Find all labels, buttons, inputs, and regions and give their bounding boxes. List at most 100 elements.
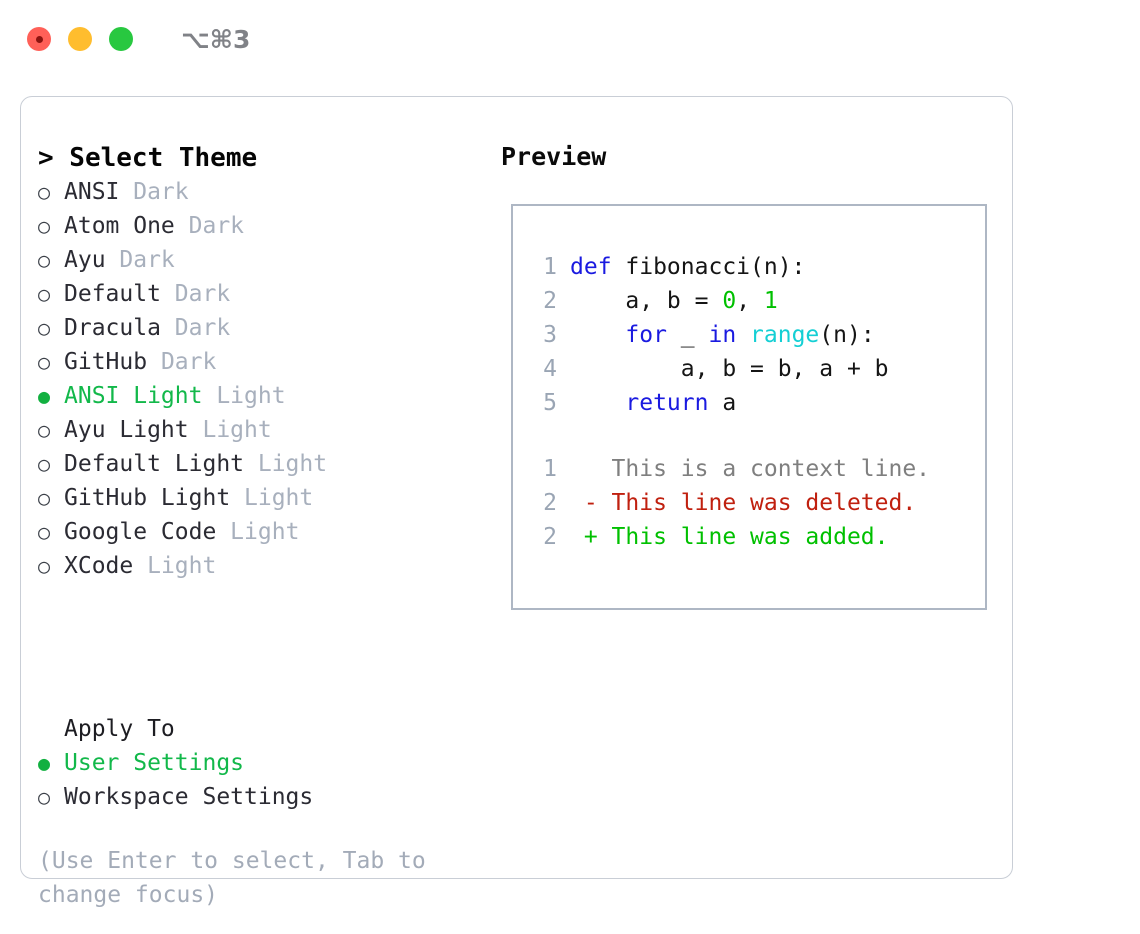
theme-name: GitHub [64, 349, 148, 375]
keyboard-shortcut-label: ⌥⌘3 [181, 24, 251, 54]
theme-name: GitHub Light [64, 485, 231, 511]
theme-list-item[interactable]: ○ Atom One Dark [38, 209, 488, 243]
radio-unselected-icon: ○ [38, 486, 51, 510]
theme-name: Dracula [64, 315, 161, 341]
preview-header: Preview [501, 142, 607, 171]
diff-line-content: - This line was deleted. [570, 490, 917, 516]
theme-list-item[interactable]: ○ GitHub Light Light [38, 481, 488, 515]
code-token [570, 390, 625, 416]
radio-unselected-icon: ○ [38, 418, 51, 442]
code-line-number: 5 [543, 390, 557, 416]
radio-unselected-icon: ○ [38, 282, 51, 306]
select-theme-header: > Select Theme [38, 143, 258, 173]
code-token: return [625, 390, 709, 416]
diff-line: 2 + This line was added. [535, 520, 930, 554]
apply-to-option-label: Workspace Settings [64, 784, 314, 810]
code-token [570, 322, 625, 348]
code-line-number: 1 [543, 254, 557, 280]
radio-unselected-icon: ○ [38, 214, 51, 238]
theme-list: ○ANSI Dark○Atom One Dark○Ayu Dark○Defaul… [38, 175, 488, 583]
code-token: 0 [722, 288, 737, 314]
theme-list-item[interactable]: ○ANSI Dark [38, 175, 488, 209]
diff-line-number: 2 [543, 490, 557, 516]
code-token: in [708, 322, 737, 348]
apply-to-group: Apply To ●User Settings ○ Workspace Settin… [38, 712, 488, 814]
radio-unselected-icon: ○ [38, 785, 51, 809]
theme-name: Atom One [64, 213, 175, 239]
theme-list-item[interactable]: ●ANSI Light Light [38, 379, 488, 413]
code-token: a, b = [570, 288, 723, 314]
theme-picker: > Select Theme ○ANSI Dark○Atom One Dark○… [38, 141, 488, 583]
code-line: 5 return a [535, 386, 889, 420]
theme-list-item[interactable]: ○Ayu Light Light [38, 413, 488, 447]
diff-line-content: This is a context line. [570, 456, 931, 482]
code-token: a, b = b, a + b [570, 356, 889, 382]
radio-unselected-icon: ○ [38, 452, 51, 476]
apply-to-option-label: User Settings [64, 750, 245, 776]
theme-name: Default Light [64, 451, 245, 477]
theme-variant-label: Dark [105, 247, 175, 273]
theme-list-item[interactable]: ○ GitHub Dark [38, 345, 488, 379]
code-line-content: a, b = 0, 1 [570, 284, 778, 318]
radio-unselected-icon: ○ [38, 248, 51, 272]
radio-unselected-icon: ○ [38, 350, 51, 374]
code-token: , [736, 288, 764, 314]
code-line: 4 a, b = b, a + b [535, 352, 889, 386]
code-line-number: 4 [543, 356, 557, 382]
theme-list-item[interactable]: ○Google Code Light [38, 515, 488, 549]
theme-list-item[interactable]: ○ Ayu Dark [38, 243, 488, 277]
theme-variant-label: Dark [119, 179, 189, 205]
diff-line-number: 1 [543, 456, 557, 482]
theme-variant-label: Dark [160, 315, 231, 341]
theme-list-item[interactable]: ○Default Light Light [38, 447, 488, 481]
theme-variant-label: Dark [160, 281, 231, 307]
main-panel: > Select Theme ○ANSI Dark○Atom One Dark○… [20, 96, 1013, 908]
theme-variant-label: Dark [147, 349, 217, 375]
theme-list-item[interactable]: ○XCode Light [38, 549, 488, 583]
diff-line: 2 - This line was deleted. [535, 486, 930, 520]
code-line: 1 def fibonacci(n): [535, 250, 889, 284]
diff-line-number: 2 [543, 524, 557, 550]
theme-variant-label: Light [202, 383, 286, 409]
code-line-content: def fibonacci(n): [570, 250, 805, 284]
minimize-window-button[interactable] [68, 27, 92, 51]
code-line-content: for _ in range(n): [570, 318, 874, 352]
theme-variant-label: Light [133, 553, 217, 579]
code-token: def [570, 254, 612, 280]
title-bar: ⌥⌘3 [0, 0, 1140, 78]
theme-variant-label: Dark [174, 213, 245, 239]
radio-unselected-icon: ○ [38, 554, 51, 578]
code-line: 2 a, b = 0, 1 [535, 284, 889, 318]
theme-variant-label: Light [188, 417, 272, 443]
diff-line-content: + This line was added. [570, 524, 889, 550]
apply-to-option[interactable]: ○ Workspace Settings [38, 780, 488, 814]
theme-list-item[interactable]: ○Default Dark [38, 277, 488, 311]
code-token: 1 [763, 288, 778, 314]
close-window-button[interactable] [27, 27, 51, 51]
diff-sample: 1 This is a context line. 2 - This line w… [535, 452, 930, 554]
apply-to-label: Apply To [64, 716, 175, 742]
code-line-content: a, b = b, a + b [570, 352, 889, 386]
theme-variant-label: Light [230, 485, 314, 511]
maximize-window-button[interactable] [109, 27, 133, 51]
code-line-content: return a [570, 386, 736, 420]
keyboard-hint-text: (Use Enter to select, Tab to change focu… [38, 848, 426, 908]
code-line-number: 3 [543, 322, 557, 348]
code-token: for [625, 322, 667, 348]
apply-to-option[interactable]: ●User Settings [38, 746, 488, 780]
code-token [736, 322, 750, 348]
radio-selected-icon: ● [38, 384, 51, 408]
radio-unselected-icon: ○ [38, 180, 51, 204]
traffic-lights [27, 27, 133, 51]
theme-name: Ayu [64, 247, 106, 273]
theme-list-item[interactable]: ○Dracula Dark [38, 311, 488, 345]
apply-to-list: ●User Settings ○ Workspace Settings [38, 746, 488, 814]
code-token: range [750, 322, 820, 348]
radio-unselected-icon: ○ [38, 520, 51, 544]
code-token: _ [666, 322, 709, 348]
panel-inner: > Select Theme ○ANSI Dark○Atom One Dark○… [21, 97, 1012, 908]
code-token: fibonacci(n): [611, 254, 806, 280]
